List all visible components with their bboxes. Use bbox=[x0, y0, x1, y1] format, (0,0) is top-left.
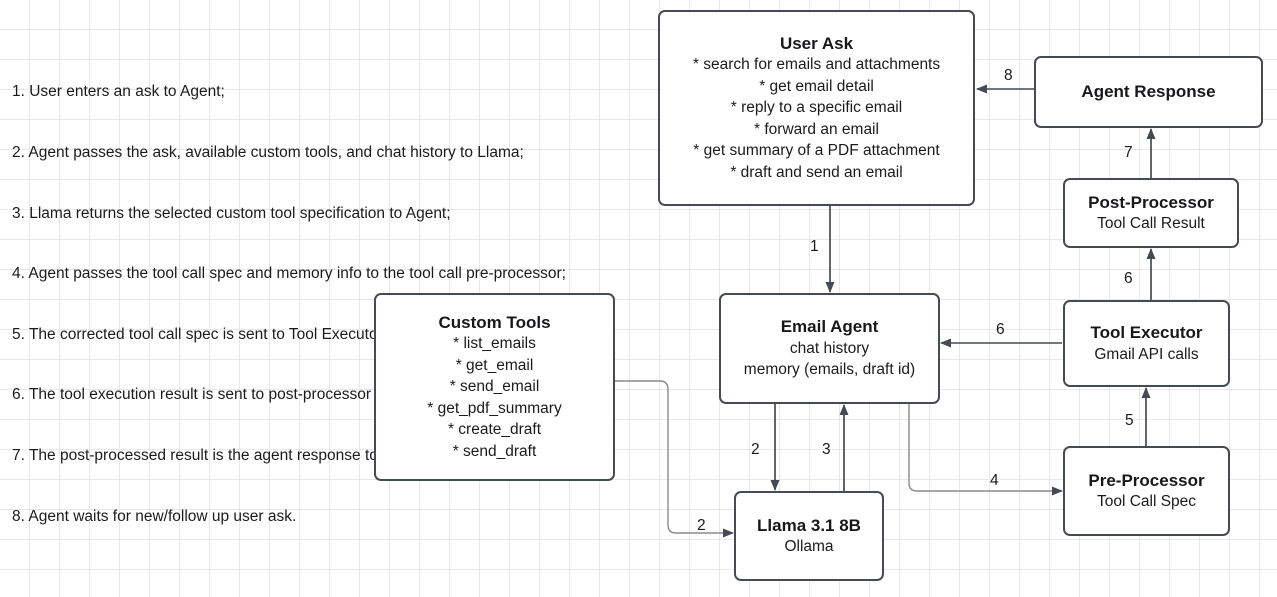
node-user-ask-title: User Ask bbox=[779, 33, 854, 53]
node-user-ask[interactable]: User Ask * search for emails and attachm… bbox=[658, 10, 975, 206]
node-email-agent-chat-history: chat history bbox=[789, 339, 870, 357]
edge-label-5: 5 bbox=[1125, 412, 1134, 429]
edge-label-1: 1 bbox=[810, 238, 819, 255]
custom-tool-item-4: * get_pdf_summary bbox=[427, 399, 562, 417]
node-email-agent-memory: memory (emails, draft id) bbox=[743, 361, 916, 379]
node-agent-response[interactable]: Agent Response bbox=[1034, 56, 1263, 128]
node-pre-processor[interactable]: Pre-Processor Tool Call Spec bbox=[1063, 446, 1230, 536]
edge-label-6-executor-post: 6 bbox=[1124, 270, 1133, 287]
legend-line-1: 1. User enters an ask to Agent; bbox=[12, 83, 225, 101]
user-ask-item-2: * get email detail bbox=[759, 77, 874, 95]
legend-line-4: 4. Agent passes the tool call spec and m… bbox=[12, 265, 566, 283]
node-tool-executor-subtitle: Gmail API calls bbox=[1094, 345, 1199, 363]
node-agent-response-title: Agent Response bbox=[1081, 82, 1216, 102]
edge-label-7: 7 bbox=[1124, 144, 1133, 161]
edge-label-4: 4 bbox=[990, 472, 999, 489]
user-ask-item-4: * forward an email bbox=[754, 120, 879, 138]
edge-label-2-agent-llama: 2 bbox=[751, 441, 760, 458]
node-custom-tools[interactable]: Custom Tools * list_emails * get_email *… bbox=[374, 293, 615, 481]
node-custom-tools-items: * list_emails * get_email * send_email *… bbox=[427, 333, 561, 462]
custom-tool-item-2: * get_email bbox=[455, 356, 534, 374]
node-llama-subtitle: Ollama bbox=[784, 538, 834, 555]
node-tool-executor[interactable]: Tool Executor Gmail API calls bbox=[1063, 300, 1230, 387]
custom-tool-item-3: * send_email bbox=[449, 378, 540, 396]
node-tool-executor-title: Tool Executor bbox=[1090, 323, 1203, 342]
edge-2b-path bbox=[615, 380, 734, 538]
node-post-processor-subtitle: Tool Call Result bbox=[1097, 215, 1205, 232]
legend-line-8: 8. Agent waits for new/follow up user as… bbox=[12, 507, 297, 525]
node-pre-processor-subtitle: Tool Call Spec bbox=[1096, 493, 1197, 510]
node-custom-tools-title: Custom Tools bbox=[438, 312, 551, 332]
node-post-processor-title: Post-Processor bbox=[1088, 192, 1214, 212]
user-ask-item-6: * draft and send an email bbox=[730, 163, 903, 181]
node-llama[interactable]: Llama 3.1 8B Ollama bbox=[734, 491, 884, 581]
edge-label-8: 8 bbox=[1004, 67, 1013, 84]
custom-tool-item-1: * list_emails bbox=[453, 335, 536, 353]
user-ask-item-3: * reply to a specific email bbox=[730, 99, 903, 117]
edge-4-path bbox=[908, 404, 1063, 496]
node-pre-processor-title: Pre-Processor bbox=[1088, 470, 1205, 490]
node-email-agent[interactable]: Email Agent chat history memory (emails,… bbox=[719, 293, 940, 404]
custom-tool-item-5: * create_draft bbox=[447, 421, 542, 439]
node-user-ask-items: * search for emails and attachments * ge… bbox=[693, 54, 940, 183]
legend-line-3: 3. Llama returns the selected custom too… bbox=[12, 204, 451, 222]
user-ask-item-1: * search for emails and attachments bbox=[692, 56, 941, 74]
node-post-processor[interactable]: Post-Processor Tool Call Result bbox=[1063, 178, 1239, 248]
edge-label-6-executor-agent: 6 bbox=[996, 321, 1005, 338]
node-email-agent-title: Email Agent bbox=[780, 317, 879, 337]
node-llama-title: Llama 3.1 8B bbox=[757, 515, 861, 535]
edge-label-2-tools-llama: 2 bbox=[697, 517, 706, 534]
edge-label-3: 3 bbox=[822, 441, 831, 458]
legend-line-2: 2. Agent passes the ask, available custo… bbox=[12, 144, 524, 162]
custom-tool-item-6: * send_draft bbox=[452, 442, 537, 460]
user-ask-item-5: * get summary of a PDF attachment bbox=[693, 142, 940, 160]
